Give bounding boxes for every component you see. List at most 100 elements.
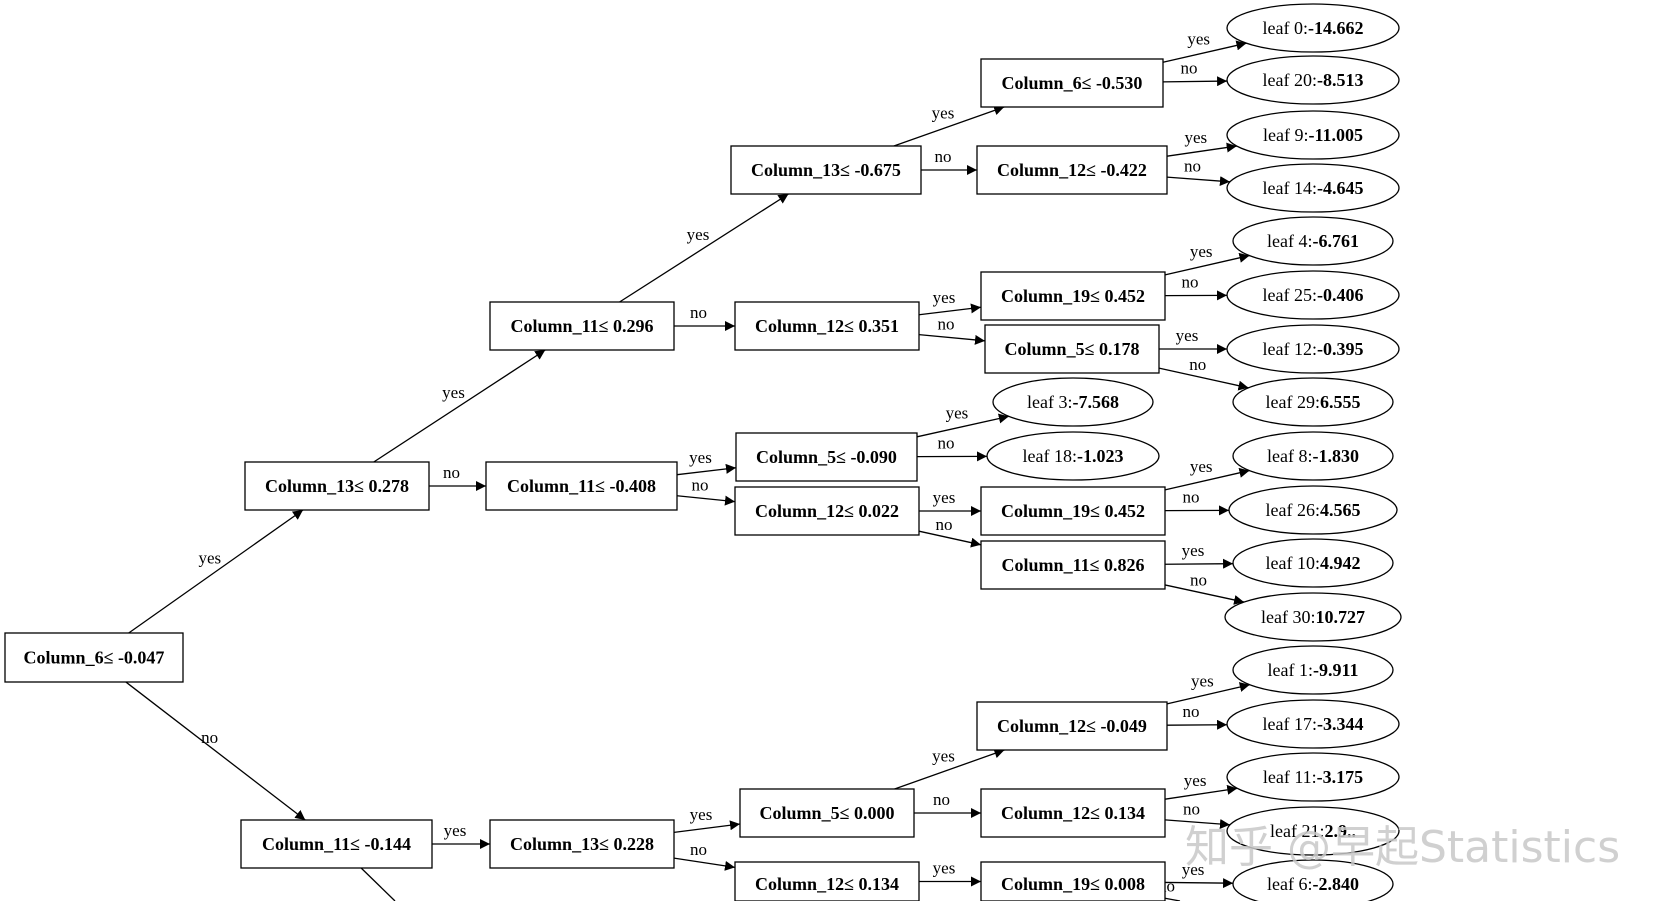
edge-line [894, 748, 1005, 790]
decision-node-n0: Column_6≤ -0.047 [4, 632, 184, 683]
edge-label-yes: yes [1176, 326, 1199, 345]
leaf-node-label: leaf 29:6.555 [1266, 392, 1361, 412]
leaf-name: leaf 1: [1268, 660, 1313, 680]
edge-n13-L26: no [1164, 487, 1230, 516]
edge-n11-L3: yes [916, 404, 1009, 438]
edge-n2-n15: yes [432, 821, 490, 849]
decision-node-n20: Column_19≤ 0.008 [980, 861, 1166, 901]
leaf-name: leaf 6: [1267, 874, 1312, 894]
edge-label-no: no [201, 728, 218, 747]
leaf-name: leaf 11: [1263, 767, 1317, 787]
edge-label-yes: yes [933, 488, 956, 507]
edge-label-no: no [692, 476, 709, 495]
leaf-node-L18: leaf 18:-1.023 [986, 431, 1160, 481]
leaf-value: -7.568 [1072, 392, 1119, 412]
decision-node-label: Column_12≤ -0.049 [997, 716, 1147, 736]
leaf-node-L21: leaf 21:2.9.. [1226, 806, 1400, 856]
edge-n4-n11: yes [676, 448, 737, 476]
leaf-node-ellipse [1226, 270, 1400, 320]
leaf-node-L12: leaf 12:-0.395 [1226, 324, 1400, 374]
decision-node-n17: Column_12≤ 0.134 [734, 861, 920, 901]
decision-node-n4: Column_11≤ -0.408 [485, 461, 678, 511]
decision-node-label: Column_12≤ 0.022 [755, 501, 899, 521]
edge-n7-L20: no [1162, 58, 1228, 87]
edge-n6-n10: no [918, 315, 986, 345]
decision-node-box [980, 271, 1166, 321]
decision-node-n1: Column_13≤ 0.278 [244, 461, 430, 511]
leaf-node-L3: leaf 3:-7.568 [992, 377, 1154, 427]
edge-n16-n18: yes [894, 747, 1005, 790]
edge-label-yes: yes [933, 859, 956, 878]
edge-n10-L29: no [1158, 355, 1249, 391]
leaf-node-ellipse [1226, 110, 1400, 160]
edge-n15-n17: no [673, 840, 736, 871]
leaf-node-L4: leaf 4:-6.761 [1232, 216, 1394, 266]
decision-node-box [980, 861, 1166, 901]
leaf-node-label: leaf 21:2.9.. [1270, 821, 1356, 841]
leaf-name: leaf 3: [1027, 392, 1072, 412]
edge-n5-n8: no [921, 147, 977, 175]
leaf-node-ellipse [1226, 324, 1400, 374]
leaf-value: 2.9.. [1324, 821, 1356, 841]
leaf-node-label: leaf 1:-9.911 [1268, 660, 1359, 680]
edge-n9-L4: yes [1164, 242, 1250, 276]
edge-n12-n13: yes [919, 488, 981, 516]
leaf-node-ellipse [986, 431, 1160, 481]
edge-line [1164, 819, 1230, 830]
leaf-value: 4.942 [1320, 553, 1361, 573]
decision-node-label: Column_13≤ -0.675 [751, 160, 901, 180]
edge-label-no: no [1184, 156, 1201, 175]
leaf-node-label: leaf 0:-14.662 [1263, 18, 1364, 38]
leaf-value: -2.840 [1312, 874, 1359, 894]
leaf-name: leaf 4: [1267, 231, 1312, 251]
edge-n6-n9: yes [918, 288, 982, 316]
edge-n17-n20: yes [919, 859, 981, 887]
decision-node-box [980, 788, 1166, 838]
leaf-node-label: leaf 8:-1.830 [1267, 446, 1359, 466]
decision-node-label: Column_12≤ 0.134 [755, 874, 899, 894]
decision-node-label: Column_19≤ 0.452 [1001, 501, 1145, 521]
leaf-node-ellipse [1232, 377, 1394, 427]
leaf-value: -3.175 [1317, 767, 1364, 787]
edge-label-yes: yes [1184, 771, 1207, 790]
decision-node-n14: Column_11≤ 0.826 [980, 540, 1166, 590]
edge-line [1166, 682, 1250, 705]
leaf-node-label: leaf 14:-4.645 [1263, 178, 1364, 198]
edge-n8-L9: yes [1166, 128, 1237, 157]
edge-label-yes: yes [1187, 30, 1210, 49]
leaf-node-L25: leaf 25:-0.406 [1226, 270, 1400, 320]
edge-n15-n16: yes [673, 805, 741, 834]
edge-label-yes: yes [199, 549, 222, 568]
edge-line [893, 105, 1005, 147]
edge-line [1164, 878, 1234, 889]
leaf-node-ellipse [1232, 431, 1394, 481]
edge-label-yes: yes [1190, 457, 1213, 476]
edge-n2-(cut) [360, 867, 396, 901]
leaf-node-label: leaf 20:-8.513 [1263, 70, 1364, 90]
edge-label-no: no [936, 515, 953, 534]
leaf-node-label: leaf 18:-1.023 [1023, 446, 1124, 466]
decision-node-n18: Column_12≤ -0.049 [976, 701, 1168, 751]
leaf-value: -1.830 [1312, 446, 1359, 466]
decision-node-label: Column_6≤ -0.047 [24, 648, 165, 668]
leaf-name: leaf 30: [1261, 607, 1315, 627]
edge-n9-L25: no [1164, 272, 1228, 301]
edge-line [918, 530, 982, 548]
edge-label-no: no [1190, 571, 1207, 590]
edge-n12-n14: no [918, 515, 982, 548]
edge-label-no: no [690, 303, 707, 322]
edge-line [1164, 252, 1250, 276]
edge-label-no: no [443, 463, 460, 482]
edges-layer: yesnoyesnoyesnoyesnoyesnoyesnoyesnoyesno… [125, 30, 1250, 901]
decision-node-box [976, 145, 1168, 195]
edge-n8-L14: no [1166, 156, 1230, 187]
edge-n1-n4: no [429, 463, 486, 491]
leaf-value: -11.005 [1308, 125, 1363, 145]
edge-n19-L11: yes [1164, 771, 1238, 800]
edge-label-no: no [1183, 702, 1200, 721]
edge-line [673, 820, 741, 834]
leaf-node-L9: leaf 9:-11.005 [1226, 110, 1400, 160]
edge-label-yes: yes [442, 383, 465, 402]
leaf-node-label: leaf 11:-3.175 [1263, 767, 1363, 787]
